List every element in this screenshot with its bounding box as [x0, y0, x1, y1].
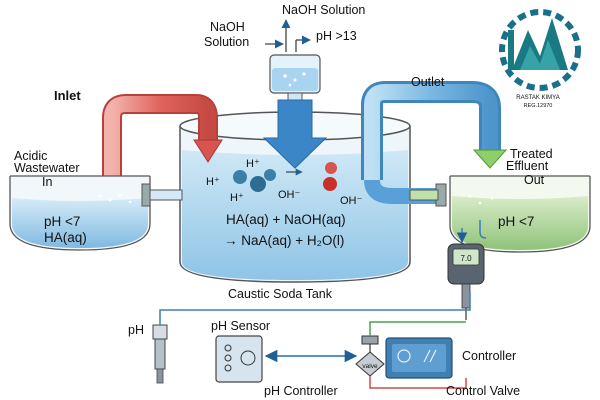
probe-signal-line	[159, 292, 471, 325]
oh-1: OH⁻	[278, 189, 301, 201]
naoh-feed-vessel	[265, 20, 321, 108]
ph-gt13-label: pH >13	[316, 29, 357, 43]
ph-sensor-label: pH Sensor	[211, 319, 270, 333]
ph-meter: 7.0	[447, 220, 487, 320]
naoh-left-label-1: NaOH	[210, 20, 245, 34]
treated-label-2: Effluent	[506, 159, 549, 173]
valve-green-line	[369, 321, 466, 336]
naoh-left-label-2: Solution	[204, 35, 249, 49]
ph-sensor-box	[215, 335, 263, 383]
acidic-label-1: Acidic	[14, 149, 47, 163]
meter-readout: 7.0	[460, 254, 472, 263]
inlet-label: Inlet	[54, 88, 81, 103]
treated-effluent-basin	[409, 175, 591, 253]
control-valve: valve	[355, 335, 385, 377]
treated-label-1: Treated	[510, 147, 553, 161]
logo-text-2: REG.12970	[524, 103, 553, 109]
ph-probe	[152, 324, 168, 384]
molecules	[233, 162, 337, 192]
hplus-1: H⁺	[246, 158, 260, 170]
outlet-pipe	[361, 81, 508, 204]
controller-box	[385, 337, 453, 379]
ph-probe-label: pH	[128, 323, 144, 337]
right-ph-label: pH <7	[498, 214, 534, 229]
control-valve-label: Control Valve	[446, 384, 520, 398]
logo-text-1: RASTAK KIMYA	[516, 95, 559, 101]
oh-2: OH⁻	[340, 195, 363, 207]
ph-controller-label: pH Controller	[264, 384, 338, 398]
inlet-pipe	[102, 94, 223, 190]
valve-tag: valve	[362, 363, 378, 370]
hplus-2: H⁺	[206, 176, 220, 188]
acidic-label-2: Wastewater	[14, 161, 80, 175]
equation-line-1: HA(aq) + NaOH(aq)	[226, 212, 346, 227]
controller-label: Controller	[462, 349, 516, 363]
equation-line-2: → NaA(aq) + H₂O(l)	[224, 233, 344, 248]
acidic-wastewater-basin	[9, 175, 183, 251]
left-ha-label: HA(aq)	[44, 230, 87, 245]
valve-red-line	[369, 376, 467, 389]
company-logo: RASTAK KIMYA REG.12970	[499, 9, 581, 109]
acidic-label-3: In	[42, 175, 52, 189]
left-ph-label: pH <7	[44, 214, 80, 229]
naoh-solution-top-label: NaOH Solution	[282, 3, 365, 17]
hplus-3: H⁺	[230, 192, 244, 204]
treated-label-3: Out	[524, 173, 545, 187]
outlet-label: Outlet	[411, 75, 445, 89]
tank-label: Caustic Soda Tank	[228, 287, 333, 301]
